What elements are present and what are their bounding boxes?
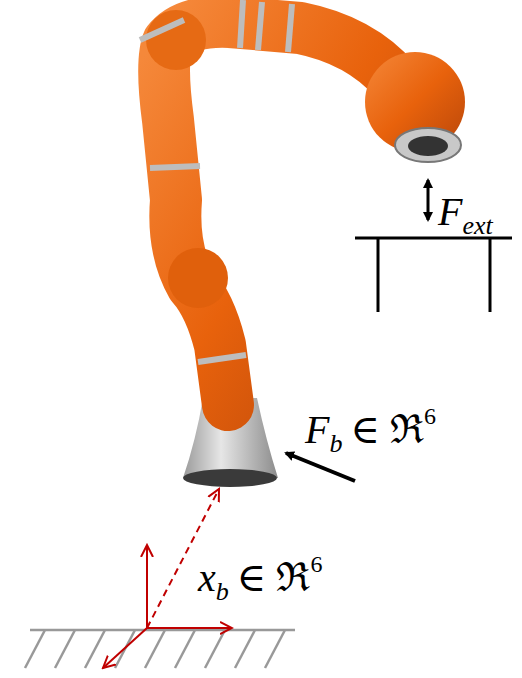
base-force-arrow — [286, 453, 355, 481]
force-arrow — [427, 180, 430, 220]
math-index: b — [216, 577, 229, 606]
math-symbol: ∈ ℜ — [237, 555, 311, 600]
external-force-label: Fext — [438, 192, 493, 239]
math-index: ext — [462, 211, 492, 240]
link-rings — [140, 0, 292, 362]
tool-flange — [395, 128, 461, 162]
shoulder-joint — [146, 10, 206, 70]
table — [355, 238, 512, 312]
base-force-label: Fb ∈ ℜ6 — [305, 404, 436, 457]
math-symbol: F — [438, 189, 462, 234]
base-pose-label: xb ∈ ℜ6 — [198, 552, 322, 605]
math-symbol: x — [198, 555, 216, 600]
ground — [25, 630, 295, 668]
math-symbol: ∈ ℜ — [350, 407, 424, 452]
base-face — [183, 469, 277, 487]
math-symbol: F — [305, 407, 329, 452]
math-index: 6 — [310, 551, 322, 577]
coordinate-frame — [103, 489, 232, 668]
flange-center — [408, 136, 448, 156]
arm-links — [164, 22, 395, 405]
elbow-joint — [168, 248, 228, 308]
math-index: 6 — [424, 403, 436, 429]
math-index: b — [329, 429, 342, 458]
